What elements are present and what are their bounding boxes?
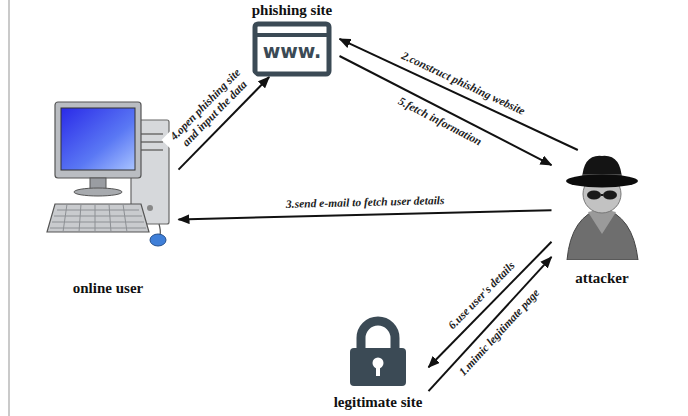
actor-node: online user	[38, 98, 179, 297]
browser-window: www.	[252, 21, 332, 77]
lock-icon	[331, 316, 426, 388]
node-name: phishing site	[252, 2, 332, 19]
step-label: 5.fetch information	[394, 94, 485, 149]
actor-node: phishing site www.	[245, 2, 340, 77]
frame-line	[8, 0, 10, 416]
flow-arrow	[179, 210, 552, 219]
url-text: www.	[252, 39, 332, 63]
flow-arrow	[340, 39, 578, 150]
step-label: 4.open phishing site and input the data	[161, 60, 258, 158]
computer-icon	[41, 98, 176, 248]
actor-node: legitimate site	[328, 316, 429, 411]
attacker-icon	[555, 150, 650, 260]
node-name: online user	[73, 280, 143, 297]
flow-arrow	[429, 257, 552, 391]
step-label: 3.send e-mail to fetch user details	[284, 194, 447, 211]
actor-node: attacker	[552, 150, 653, 287]
node-name: legitimate site	[334, 394, 423, 411]
node-name: attacker	[575, 270, 628, 287]
